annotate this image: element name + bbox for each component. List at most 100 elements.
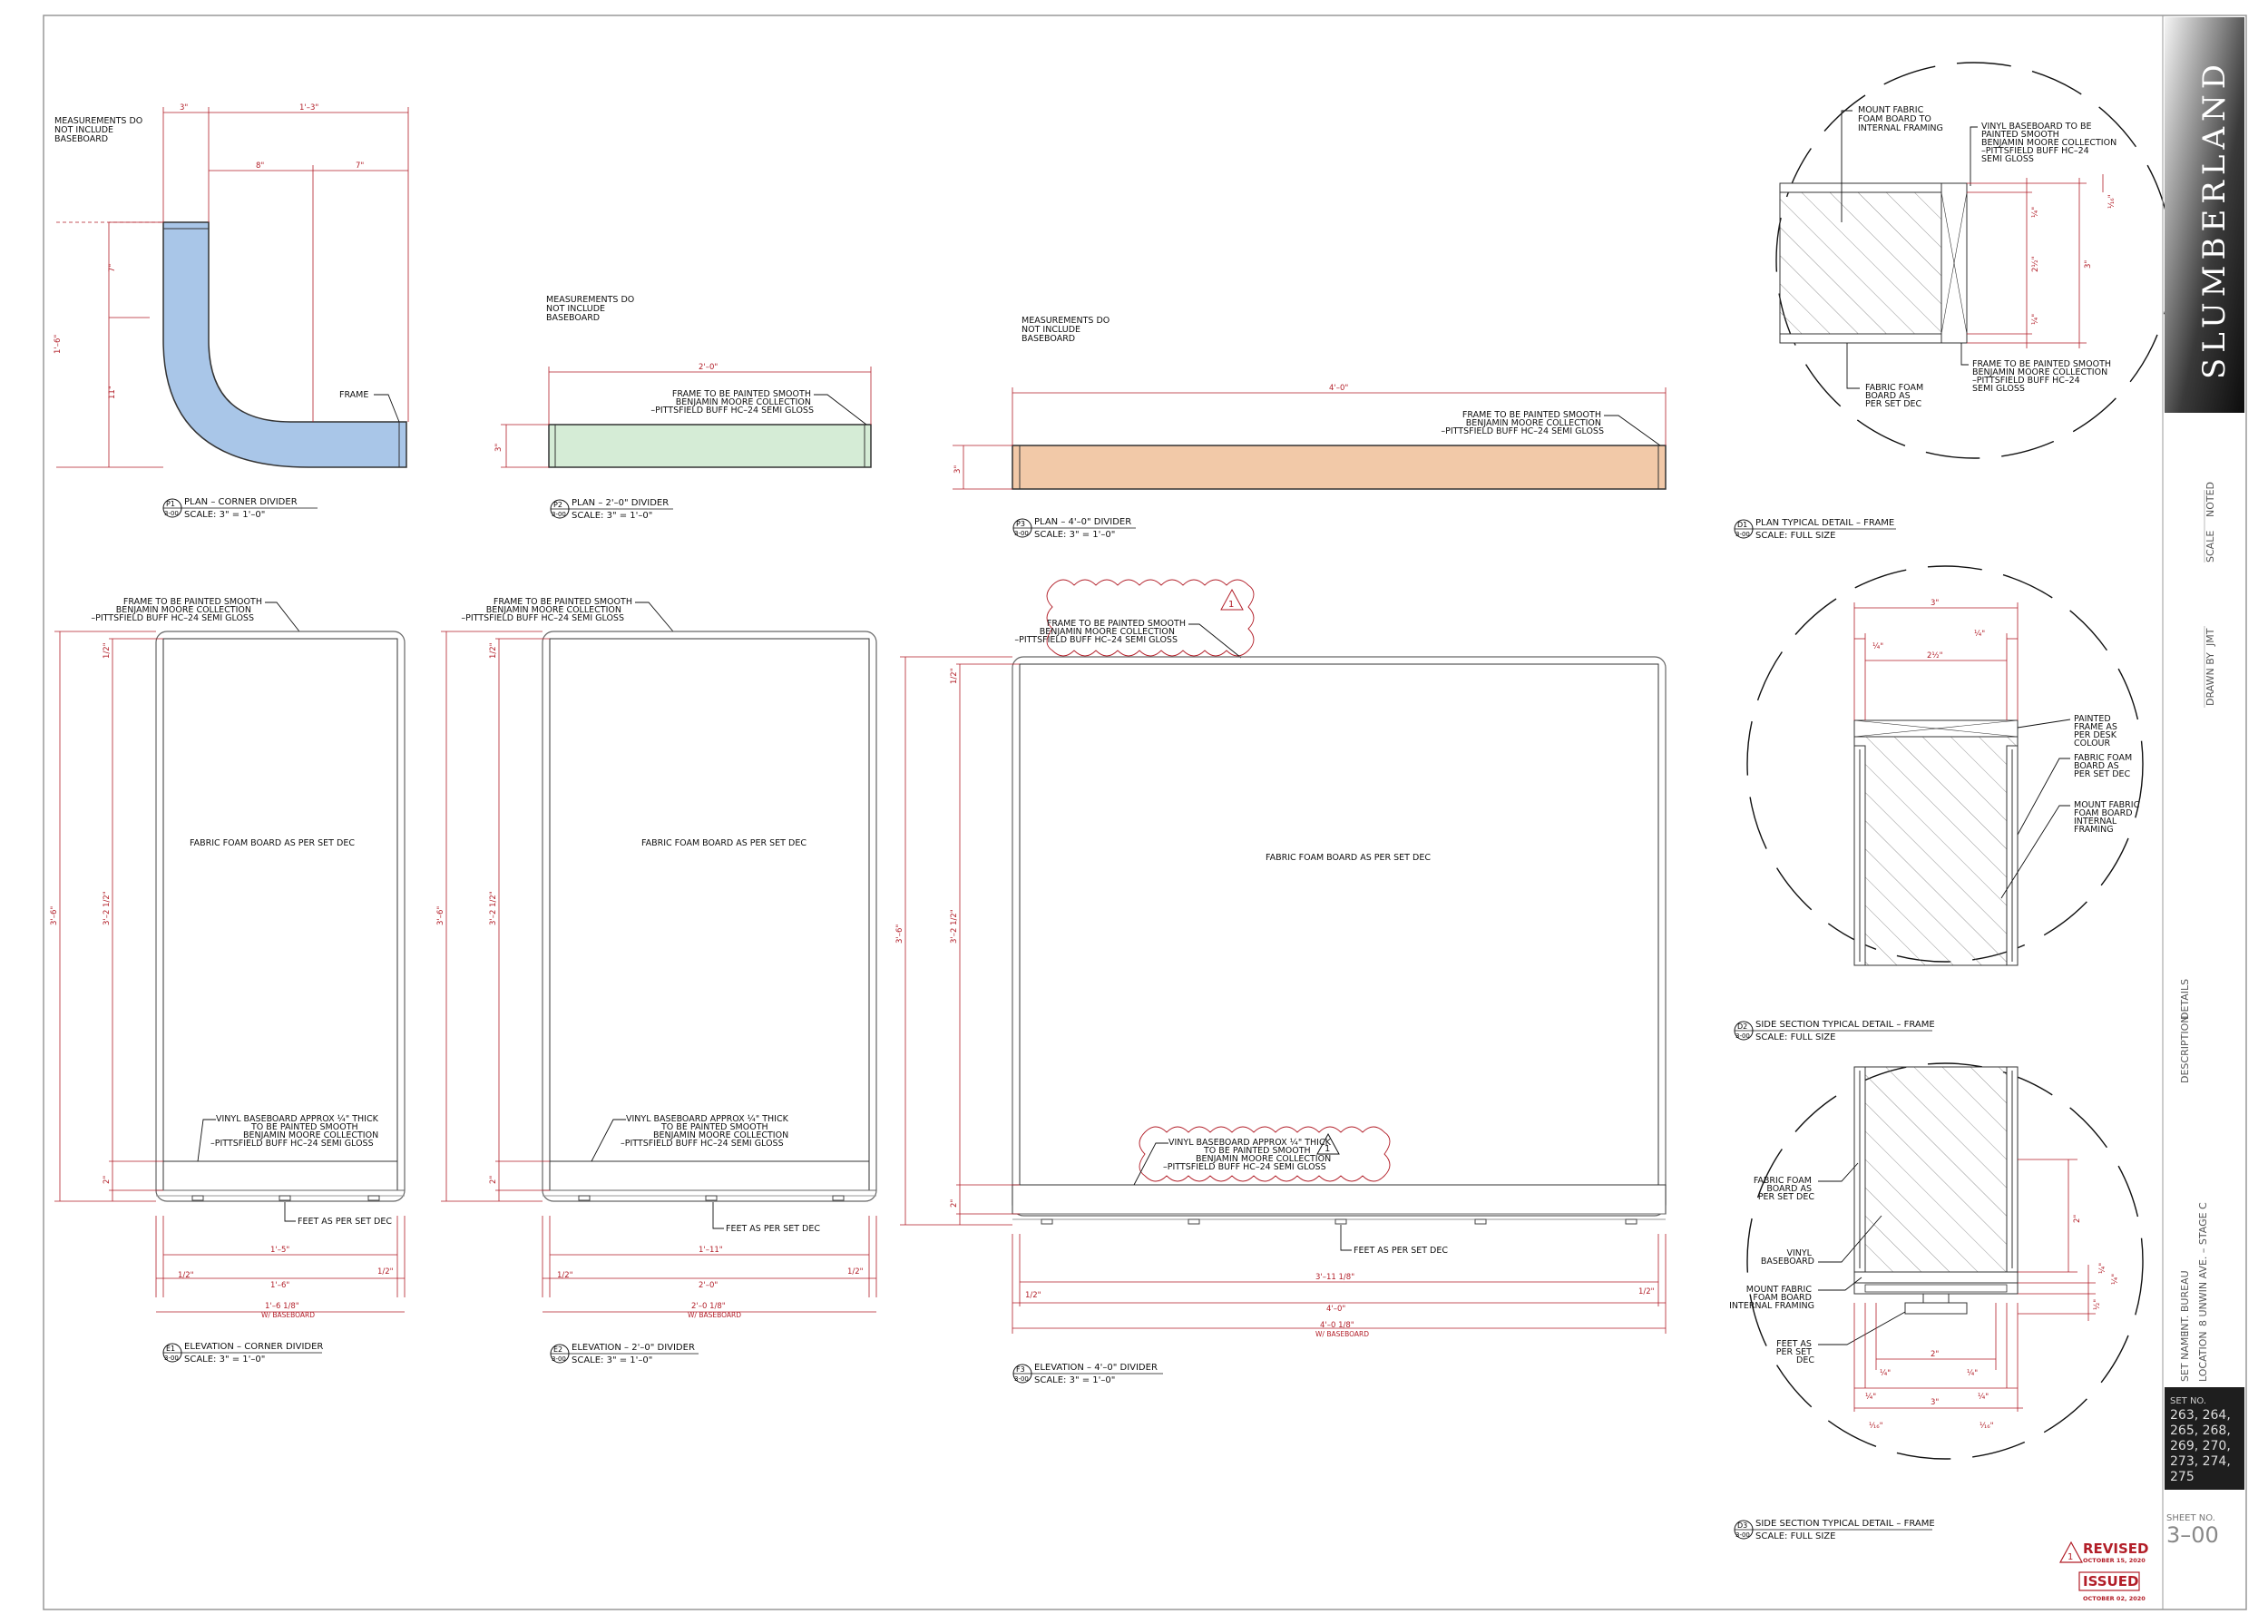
drawing-label: 8 UNWIN AVE. – STAGE C: [2197, 1202, 2209, 1326]
drawing-label: 2½": [1927, 651, 1943, 660]
drawing-label: VINYL BASEBOARD APPROX ¼" THICK: [216, 1114, 379, 1124]
drawing-label: NOT INCLUDE: [546, 304, 605, 314]
drawing-label: 3": [1931, 1398, 1939, 1407]
drawing-label: LOCATION: [2197, 1331, 2209, 1382]
drawing-label: –PITTSFIELD BUFF HC–24 SEMI GLOSS: [210, 1139, 374, 1149]
drawing-label: 1'–6": [54, 335, 63, 354]
drawing-label: 1'–3": [299, 103, 318, 113]
detail-d1-plan-frame: MOUNT FABRIC FOAM BOARD TO INTERNAL FRAM…: [1734, 62, 2173, 541]
drawing-label: VINYL BASEBOARD APPROX ¼" THICK: [626, 1114, 789, 1124]
drawing-label: 4'–0": [1329, 384, 1348, 393]
drawing-label: 273, 274,: [2170, 1454, 2231, 1469]
drawing-label: FRAME: [339, 390, 368, 400]
drawing-label: VINYL BASEBOARD APPROX ¼" THICK TO BE PA…: [1163, 1138, 1334, 1172]
drawing-label: SCALE: FULL SIZE: [1755, 531, 1835, 541]
drawing-label: BENJAMIN MOORE COLLECTION: [1196, 1154, 1331, 1164]
drawing-label: FABRIC FOAM BOARD AS PER SET DEC: [2074, 753, 2135, 779]
drawing-label: TO BE PAINTED SMOOTH: [250, 1122, 358, 1132]
drawing-label: SEMI GLOSS: [1972, 384, 2025, 394]
drawing-label: 1/2": [1025, 1291, 1041, 1300]
drawing-label: BENJAMIN MOORE COLLECTION: [243, 1130, 378, 1140]
drawing-label: ½": [2093, 1299, 2102, 1310]
plan-2ft-divider: MEASUREMENTS DO NOT INCLUDE BASEBOARD 2'…: [494, 295, 872, 521]
drawing-label: SIDE SECTION TYPICAL DETAIL – FRAME: [1755, 1020, 1935, 1030]
drawing-label: –PITTSFIELD BUFF HC–24: [1981, 146, 2089, 156]
corner-divider-shape: [162, 221, 407, 468]
drawing-label: ELEVATION – 2'–0" DIVIDER: [572, 1343, 695, 1353]
drawing-label: FRAME TO BE PAINTED SMOOTH BENJAMIN MOOR…: [650, 389, 814, 416]
drawing-label: SCALE: 3" = 1'–0": [184, 510, 265, 520]
drawing-label: VINYL BASEBOARD APPROX ¼" THICK TO BE PA…: [621, 1114, 791, 1149]
drawing-label: FRAME TO BE PAINTED SMOOTH: [1047, 619, 1186, 629]
drawing-label: ELEVATION – CORNER DIVIDER: [184, 1342, 323, 1352]
drawing-label: SCALE: [2204, 531, 2216, 563]
drawing-label: 275: [2170, 1470, 2195, 1484]
drawing-label: 1/2": [847, 1267, 864, 1277]
drawing-label: SIDE SECTION TYPICAL DETAIL – FRAME: [1755, 1519, 1935, 1529]
drawing-label: 3-00: [552, 1355, 566, 1363]
drawing-label: BENJAMIN MOORE COLLECTION: [676, 397, 811, 407]
revised-stamp: REVISED: [2083, 1541, 2149, 1557]
drawing-label: 1/2": [1638, 1287, 1655, 1296]
drawing-label: PLAN TYPICAL DETAIL – FRAME: [1755, 518, 1894, 528]
drawing-label: FEET AS PER SET DEC: [298, 1217, 392, 1227]
plan-corner-divider: MEASUREMENTS DO NOT INCLUDE BASEBOARD 3"…: [54, 103, 409, 520]
drawing-label: FOAM BOARD: [2074, 808, 2133, 818]
drawing-label: –PITTSFIELD BUFF HC–24 SEMI GLOSS: [1163, 1162, 1326, 1172]
drawing-label: SEMI GLOSS: [1981, 154, 2034, 164]
drawing-label: BENJAMIN MOORE COLLECTION: [116, 605, 251, 615]
drawing-label: INTERNAL FRAMING: [1729, 1301, 1814, 1311]
drawing-label: ¼": [1865, 1393, 1876, 1402]
drawing-label: TO BE PAINTED SMOOTH: [1203, 1146, 1311, 1156]
drawing-label: 3'–2 1/2": [103, 891, 112, 925]
detail-d2-side-section: 3" ¼" ¼" 2½" PAINTED FRAME AS PER DESK C…: [1734, 565, 2144, 1042]
drawing-label: 1'–5": [270, 1246, 289, 1255]
drawing-label: 2'–0 1/8": [691, 1302, 726, 1311]
drawing-label: INTERNAL FRAMING: [1858, 123, 1943, 133]
drawing-label: –PITTSFIELD BUFF HC–24 SEMI GLOSS: [91, 613, 254, 623]
drawing-label: DETAILS: [2179, 979, 2191, 1020]
detail-d3-side-section: FABRIC FOAM BOARD AS PER SET DEC VINYL B…: [1729, 1062, 2144, 1541]
drawing-label: MEASUREMENTS DO: [546, 295, 634, 305]
baseboard: [549, 1160, 870, 1191]
drawing-label: SCALE: FULL SIZE: [1755, 1032, 1835, 1042]
drawing-label: 3-00: [1014, 1375, 1029, 1383]
drawing-label: P2: [553, 501, 562, 509]
drawing-label: 1'–6 1/8": [265, 1302, 299, 1311]
drawing-label: –PITTSFIELD BUFF HC–24 SEMI GLOSS: [650, 406, 814, 416]
drawing-label: FRAME TO BE PAINTED SMOOTH: [1462, 410, 1601, 420]
drawing-label: FRAME TO BE PAINTED SMOOTH BENJAMIN MOOR…: [91, 597, 265, 623]
drawing-label: 1/2": [103, 642, 112, 659]
drawing-label: FABRIC FOAM BOARD AS PER SET DEC: [190, 838, 355, 848]
drawing-label: PER SET DEC: [2074, 769, 2131, 779]
drawing-label: 3": [2084, 260, 2093, 269]
drawing-label: OCTOBER 02, 2020: [2083, 1595, 2146, 1602]
drawing-label: ¼": [1974, 630, 1985, 639]
drawing-label: BENJAMIN MOORE COLLECTION: [1972, 367, 2107, 377]
drawing-label: F3: [1016, 1365, 1025, 1374]
drawing-label: 1/2": [557, 1271, 573, 1280]
brand-banner: [2165, 17, 2244, 413]
drawing-label: 3'–6": [50, 906, 59, 925]
drawing-label: BASEBOARD: [1761, 1257, 1814, 1267]
drawing-label: INT. BUREAU: [2179, 1270, 2191, 1334]
fabric-panel: [1019, 663, 1659, 1186]
drawing-label: PER SET: [1776, 1347, 1812, 1357]
drawing-label: PER DESK: [2074, 730, 2117, 740]
drawing-label: ¹⁄₁₆": [1869, 1422, 1883, 1431]
fabric-panel: [549, 638, 870, 1162]
drawing-label: 2½": [2031, 256, 2040, 272]
drawing-label: ¼": [2031, 314, 2040, 325]
plan-4ft-divider: MEASUREMENTS DO NOT INCLUDE BASEBOARD 4'…: [953, 316, 1667, 540]
drawing-label: MEASUREMENTS DO NOT INCLUDE BASEBOARD: [546, 295, 637, 323]
sheet-number: 3–00: [2166, 1522, 2219, 1548]
drawing-label: VINYL BASEBOARD APPROX ¼" THICK TO BE PA…: [210, 1114, 381, 1149]
drawing-label: DRAWN BY: [2204, 652, 2216, 706]
drawing-label: BASEBOARD: [54, 134, 108, 144]
drawing-label: INTERNAL: [2074, 817, 2117, 827]
drawing-label: VINYL BASEBOARD TO BE PAINTED SMOOTH BEN…: [1981, 122, 2119, 164]
drawing-label: PAINTED FRAME AS PER DESK COLOUR: [2074, 714, 2120, 748]
drawing-label: MOUNT FABRIC FOAM BOARD INTERNAL FRAMING: [2074, 800, 2142, 835]
drawing-label: FOAM BOARD: [1753, 1293, 1812, 1303]
drawing-label: 2": [489, 1176, 498, 1184]
